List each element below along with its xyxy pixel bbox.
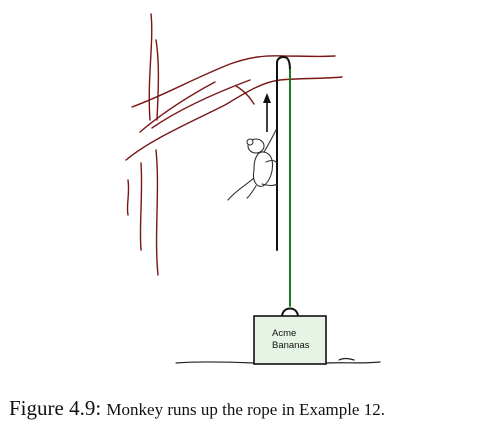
branch-twig (235, 85, 255, 105)
tree-trunk-upper-right (155, 39, 160, 121)
tree-trunk-upper-left (148, 13, 153, 121)
box-label-line1: Acme (272, 328, 296, 339)
monkey-arm-upper (263, 129, 277, 153)
monkey-leg (261, 183, 278, 187)
branch-top-edge (131, 55, 336, 108)
branch-inner-1 (139, 81, 216, 133)
tree-trunk-bark-1 (126, 179, 130, 216)
box-label-line2: Bananas (272, 340, 310, 351)
up-arrow (263, 93, 271, 132)
rope-left-segment (276, 56, 291, 251)
tree-trunk-lower-left (139, 162, 143, 251)
figure-caption-label: Figure 4.9: (9, 396, 102, 420)
monkey-foot (246, 185, 257, 199)
monkey-body (252, 151, 274, 187)
branch-inner-2 (151, 79, 251, 129)
rope (276, 56, 291, 307)
ground-tuft (338, 357, 355, 361)
monkey-rope-diagram: Acme Bananas (125, 13, 381, 365)
figure-caption: Figure 4.9: Monkey runs up the rope in E… (9, 396, 385, 421)
branch-bottom-edge (125, 76, 343, 161)
ground-line-left (175, 361, 255, 364)
monkey-arm-lower (265, 159, 277, 163)
box-handle (281, 307, 299, 317)
ground-line-right (325, 361, 381, 364)
monkey-ear (246, 138, 254, 146)
ground (175, 357, 381, 364)
monkey-tail (227, 175, 257, 201)
figure-caption-text: Monkey runs up the rope in Example 12. (106, 400, 385, 419)
monkey-icon (227, 129, 278, 201)
tree (125, 13, 343, 276)
up-arrow-head (263, 93, 271, 103)
tree-trunk-lower-right (155, 149, 159, 276)
acme-bananas-box (253, 315, 327, 365)
